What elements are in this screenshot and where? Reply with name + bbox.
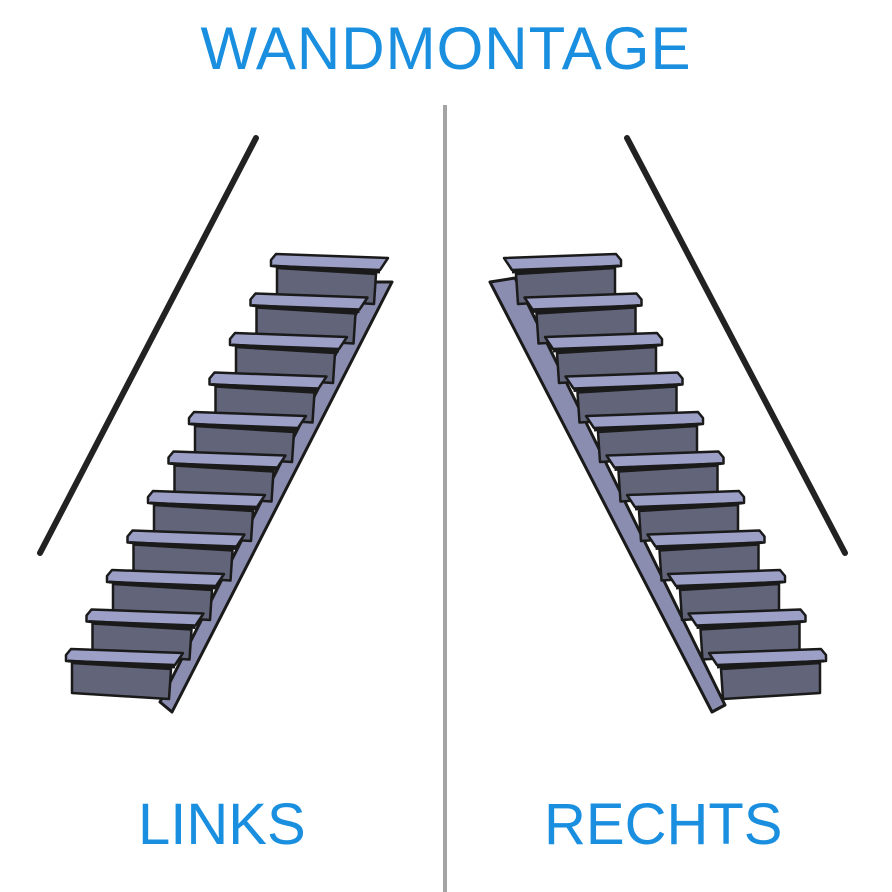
panel-divider [443,105,447,892]
label-links: LINKS [138,792,306,857]
left-stair-panel [37,135,394,714]
right-staircase [488,252,828,714]
left-staircase [64,252,394,714]
left-handrail [37,135,259,556]
right-stair-panel [488,135,848,714]
label-rechts: RECHTS [544,792,783,857]
title: WANDMONTAGE [200,15,692,82]
right-handrail [624,135,848,556]
left-stringer [158,280,394,714]
stair-step [707,647,828,701]
stair-step [64,647,185,701]
stair-step [543,331,664,385]
right-stringer [488,276,727,714]
stair-step [269,252,390,306]
